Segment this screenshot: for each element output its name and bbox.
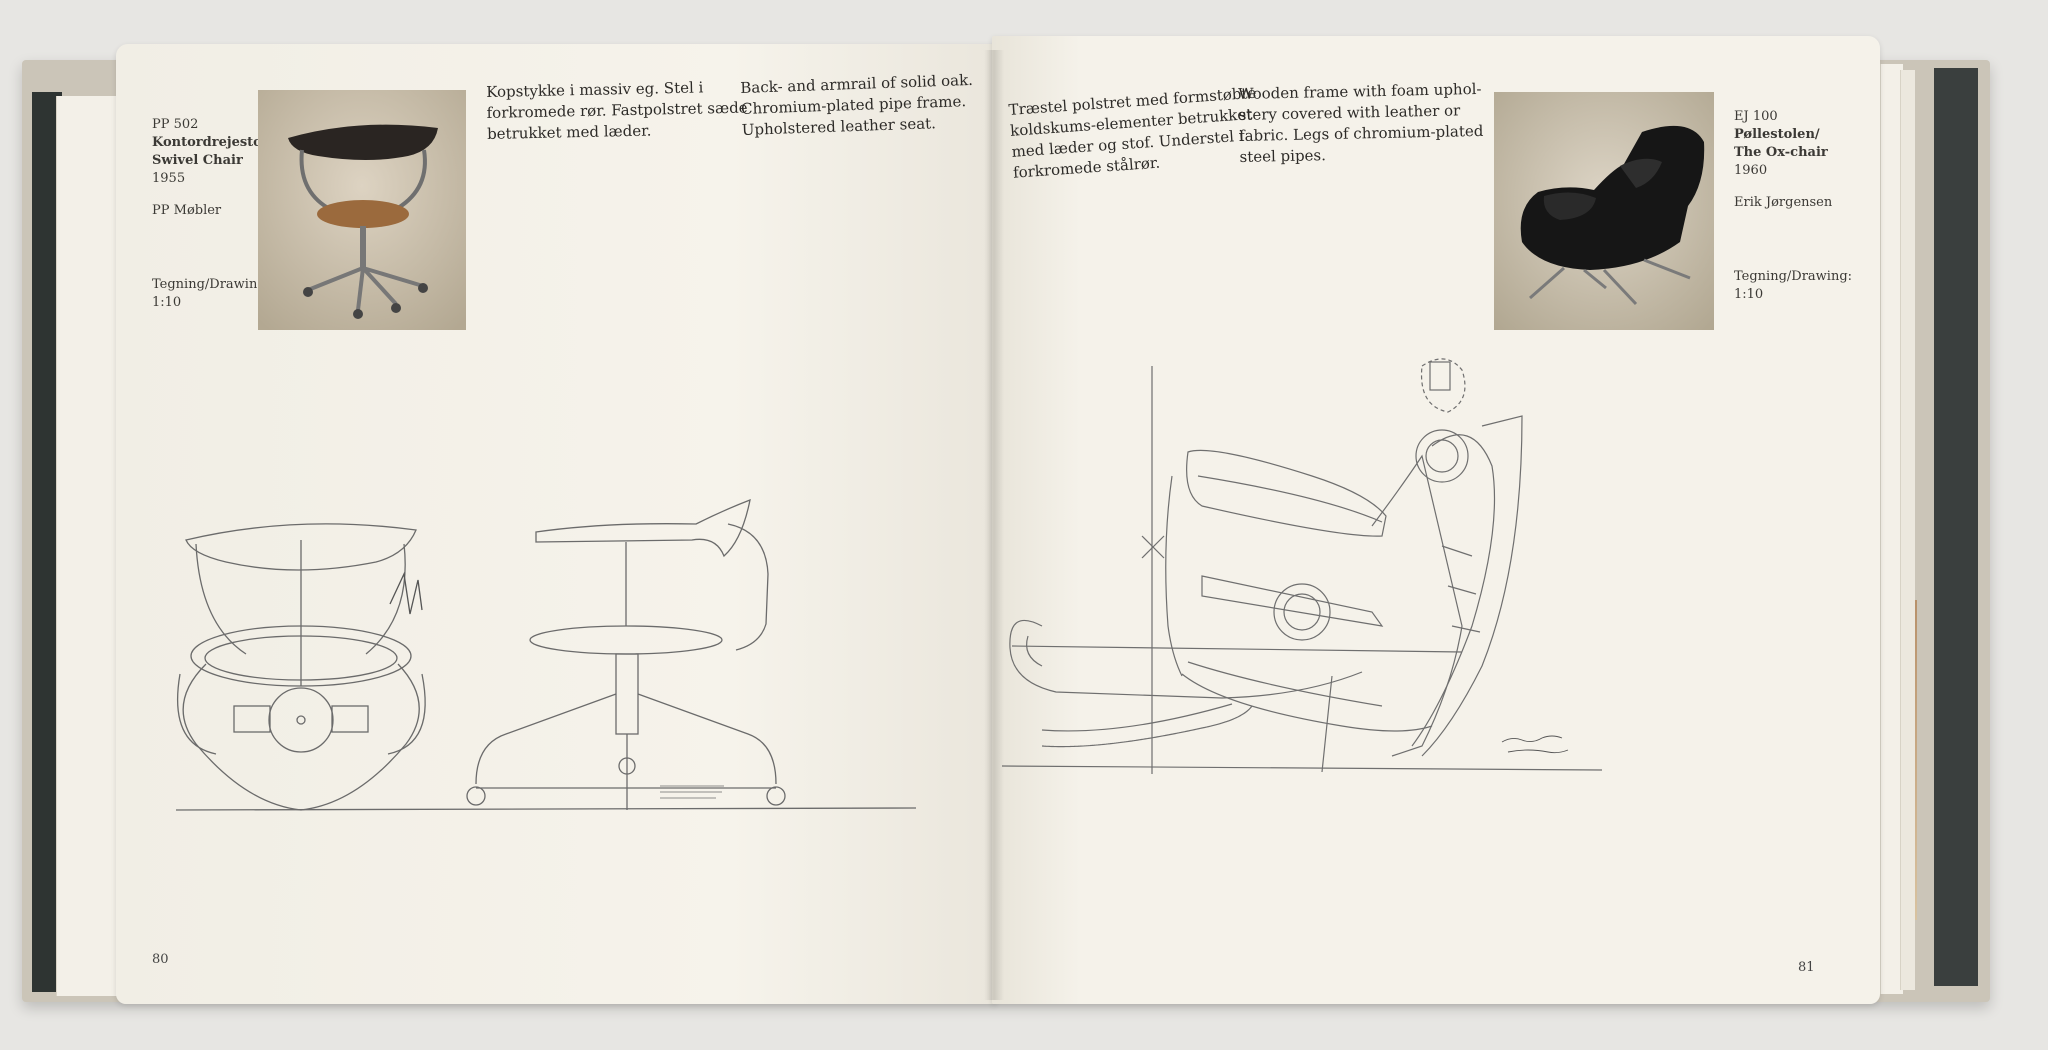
product-maker: PP Møbler	[152, 203, 222, 218]
product-code: PP 502	[152, 117, 199, 132]
drawing-scale: 1:10	[1734, 287, 1764, 302]
drawing-scale: 1:10	[152, 295, 182, 310]
swivel-chair-photo	[258, 90, 466, 330]
product-code: EJ 100	[1734, 109, 1778, 124]
ox-chair-text-da: Træstel polstret med formstøbte koldskum…	[1008, 83, 1257, 182]
drawing-label: Tegning/Drawing:	[1734, 269, 1853, 284]
book-gutter	[984, 50, 1004, 1000]
product-name-en: The Ox-chair	[1734, 145, 1828, 160]
product-maker: Erik Jørgensen	[1734, 195, 1833, 210]
swivel-chair-technical-drawing	[176, 498, 917, 811]
product-name-da: Kontordrejestol/	[152, 135, 272, 150]
ox-chair-text-en: Wooden frame with foam uphol- stery cove…	[1238, 79, 1484, 166]
product-name-en: Swivel Chair	[152, 153, 243, 168]
right-page: Træstel polstret med formstøbte koldskum…	[992, 36, 1880, 1004]
ox-chair-photo	[1494, 92, 1714, 330]
ox-chair-caption: EJ 100 Pøllestolen/ The Ox-chair 1960 Er…	[1734, 108, 1852, 304]
swivel-chair-caption: PP 502 Kontordrejestol/ Swivel Chair 195…	[152, 116, 272, 312]
swivel-chair-text-en: Back- and armrail of solid oak. Chromium…	[740, 70, 974, 139]
right-page-stack-2	[1900, 70, 1915, 990]
right-page-stack	[1880, 64, 1903, 994]
left-page-stack	[56, 96, 117, 996]
left-page: PP 502 Kontordrejestol/ Swivel Chair 195…	[116, 44, 996, 1004]
product-name-da: Pøllestolen/	[1734, 127, 1820, 142]
page-number-left: 80	[152, 952, 169, 967]
product-year: 1955	[152, 171, 186, 186]
ox-chair-technical-drawing	[1002, 358, 1602, 774]
cover-spine-right	[1934, 68, 1978, 986]
product-year: 1960	[1734, 163, 1768, 178]
swivel-chair-text-da: Kopstykke i massiv eg. Stel i forkromede…	[486, 78, 748, 143]
drawing-label: Tegning/Drawing:	[152, 277, 271, 292]
page-number-right: 81	[1798, 960, 1815, 975]
